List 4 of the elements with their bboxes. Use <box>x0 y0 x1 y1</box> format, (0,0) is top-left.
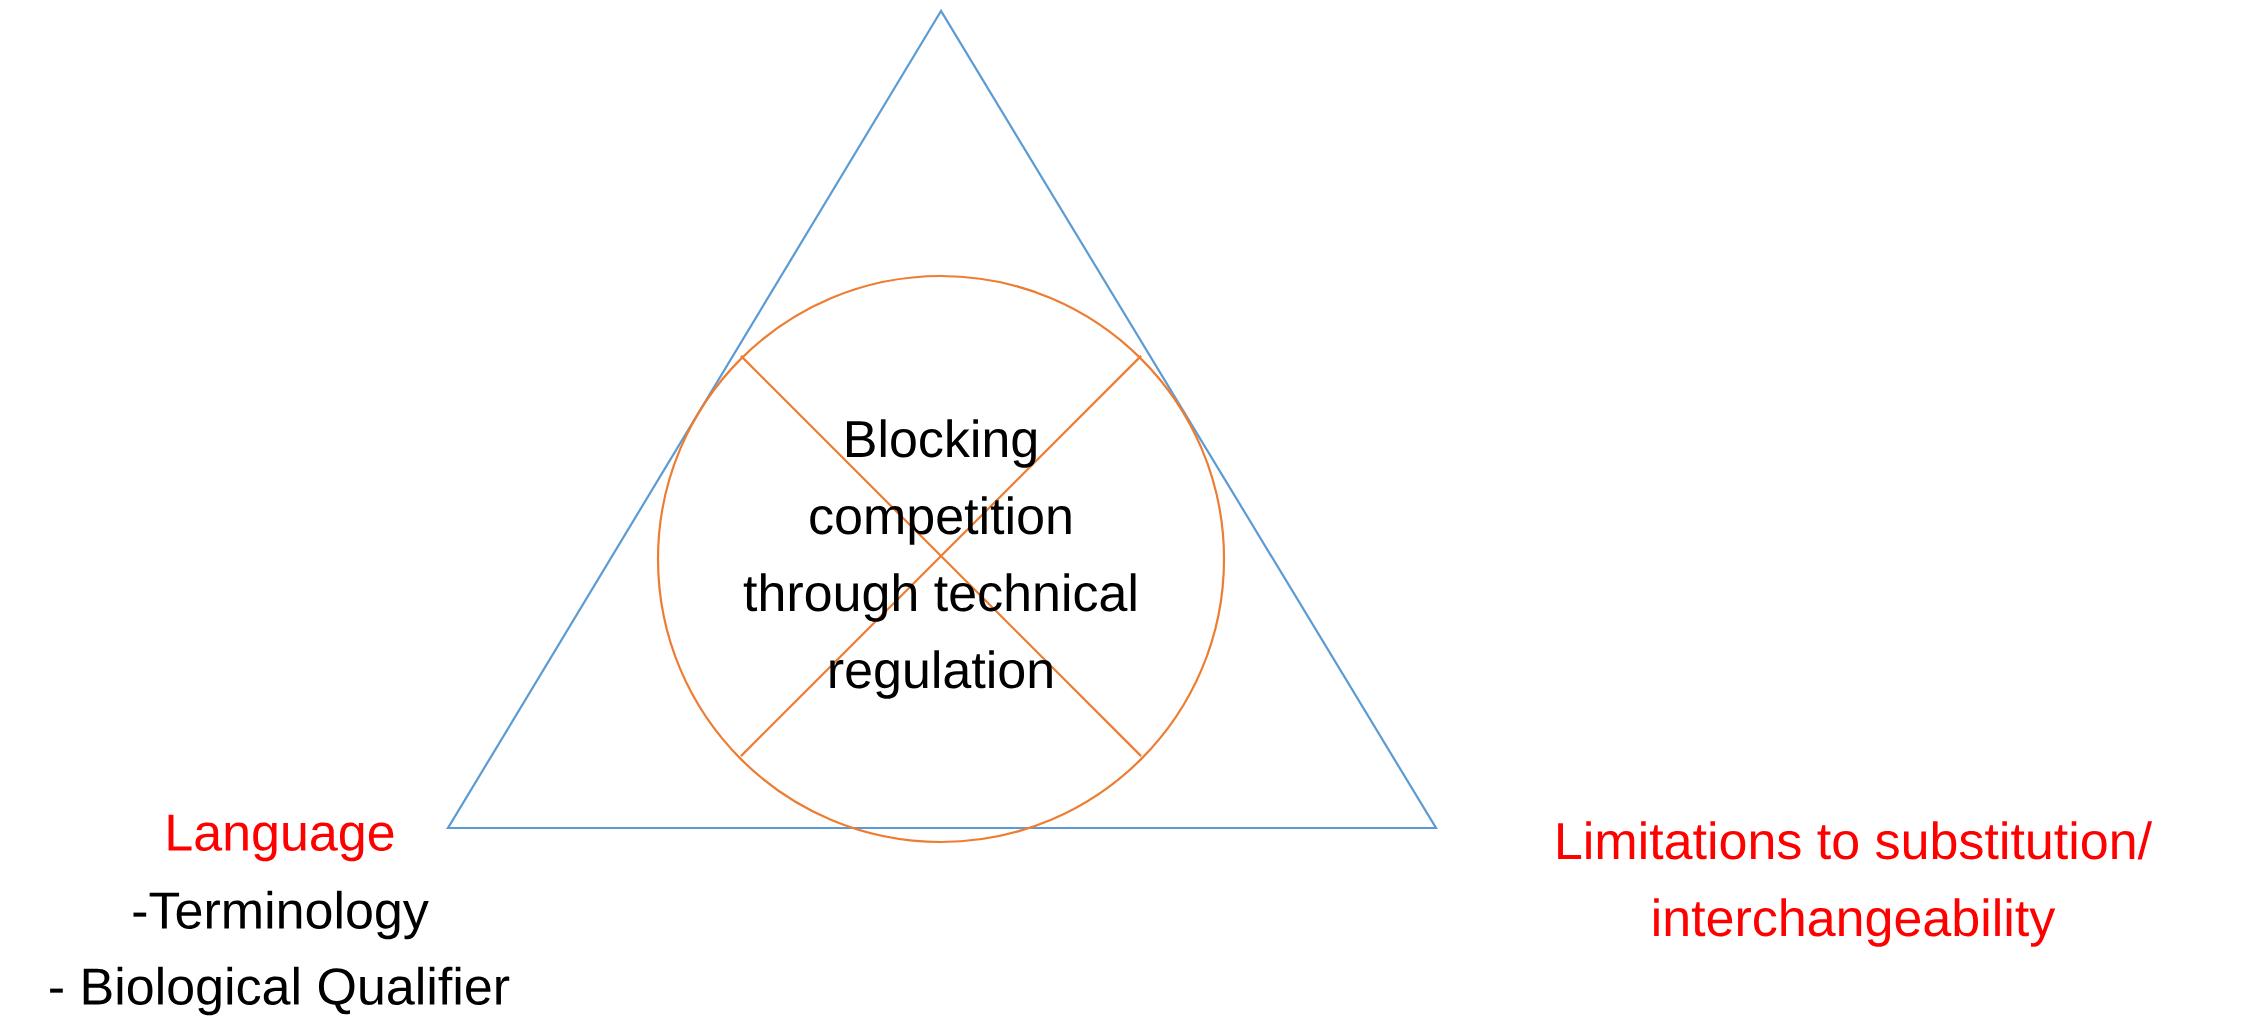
corner-label: -Terminology <box>133 890 429 940</box>
corner-label: Language <box>168 814 394 862</box>
corner-label: Limitations to substitution/ interchangeability <box>1558 821 2153 947</box>
corner-label: - Biological Qualifier <box>50 966 510 1016</box>
